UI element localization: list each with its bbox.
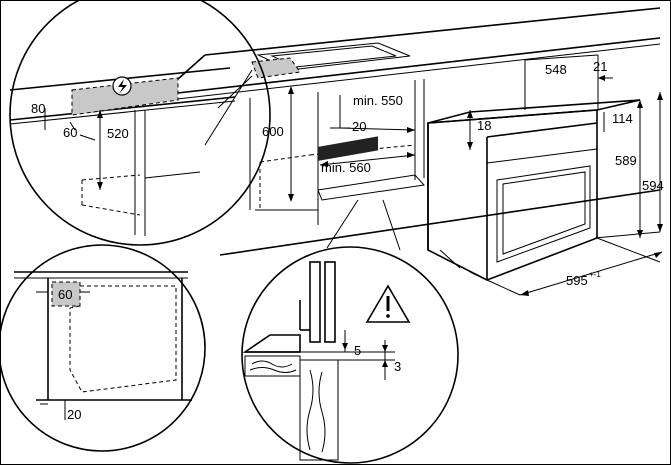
dim-60-top: 60 [63, 125, 77, 140]
dim-min-560: min. 560 [321, 160, 371, 175]
detail-circle-top-left [9, 0, 271, 246]
warning-triangle-icon [365, 284, 411, 323]
dim-595: 595 [566, 273, 588, 288]
dim-18: 18 [477, 118, 491, 133]
oven [427, 99, 641, 281]
dim-20-bottom: 20 [67, 407, 81, 422]
connection-zone-main [251, 57, 301, 79]
dim-600: 600 [262, 124, 284, 139]
dim-560-line [319, 152, 416, 167]
dim-114: 114 [612, 111, 633, 126]
dim-80: 80 [31, 101, 45, 116]
dim-550-line [339, 95, 416, 133]
detail-circle-bottom-middle [241, 199, 459, 464]
dim-60-bottom: 60 [58, 287, 72, 302]
oven-dim-lines [467, 54, 663, 296]
electric-connection-icon [112, 76, 132, 96]
dim-594: 594 [642, 178, 664, 193]
dim-595-tolerance: +-1 [589, 270, 601, 279]
dim-548: 548 [545, 62, 567, 77]
countertop [159, 7, 661, 102]
dim-3: 3 [394, 359, 401, 374]
dim-589: 589 [615, 153, 637, 168]
dim-5: 5 [354, 343, 361, 358]
dim-min-550: min. 550 [353, 93, 403, 108]
dim-21: 21 [593, 59, 607, 74]
detail-circle-bottom-left [0, 244, 206, 452]
dimension-labels: 80 60 520 600 min. 550 20 min. 560 548 2… [31, 59, 664, 422]
dim-520: 520 [107, 126, 129, 141]
dim-20-top: 20 [352, 119, 366, 134]
cabinet-niche [219, 79, 661, 256]
dim-600-line [288, 86, 294, 202]
